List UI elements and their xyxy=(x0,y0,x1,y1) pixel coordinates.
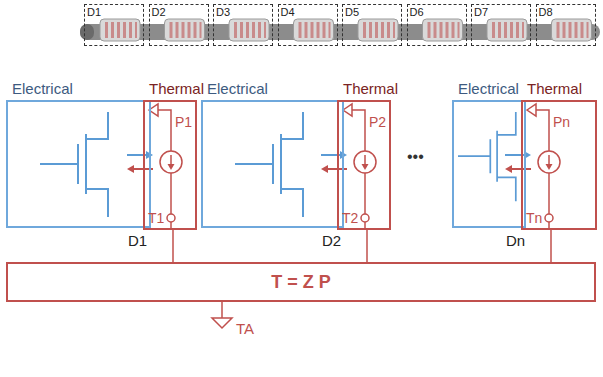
thermal-impedance-box: T = Z P xyxy=(6,262,596,302)
device-label: D3 xyxy=(216,6,230,19)
device-cell: D2 xyxy=(149,4,209,46)
thermal-wire xyxy=(366,230,368,262)
device-label: D7 xyxy=(474,6,488,19)
heat-source-symbol xyxy=(149,104,560,228)
device-cell: D7 xyxy=(471,4,531,46)
device-label: D5 xyxy=(345,6,359,19)
temperature-label: Tn xyxy=(526,210,542,226)
power-label: P2 xyxy=(369,114,386,130)
device-cell: D1 xyxy=(84,4,144,46)
thermal-box: ThermalP1T1 xyxy=(143,100,197,230)
power-label: Pn xyxy=(553,114,570,130)
temperature-label: T1 xyxy=(148,210,164,226)
electrical-box: Electrical xyxy=(201,100,344,228)
domain-heading: Electrical xyxy=(207,80,268,97)
ground-symbol xyxy=(212,302,232,328)
device-label: D4 xyxy=(281,6,295,19)
coupling-arrows xyxy=(127,151,531,173)
device-label: D1 xyxy=(128,232,147,249)
device-label: Dn xyxy=(506,232,525,249)
domain-heading: Thermal xyxy=(527,80,582,97)
electrical-box: Electrical xyxy=(452,100,526,228)
power-label: P1 xyxy=(175,114,192,130)
matrix-equation: T = Z P xyxy=(271,272,331,293)
device-label: D2 xyxy=(152,6,166,19)
ambient-label: TA xyxy=(236,320,254,337)
device-cell: D4 xyxy=(278,4,338,46)
thermal-wire xyxy=(172,230,174,262)
domain-heading: Thermal xyxy=(343,80,398,97)
electrical-box: Electrical xyxy=(6,100,151,228)
domain-heading: Electrical xyxy=(458,80,519,97)
device-cell: D3 xyxy=(213,4,273,46)
ellipsis: ••• xyxy=(407,148,424,166)
transistor-symbol xyxy=(40,112,516,217)
device-label: D1 xyxy=(87,6,101,19)
chip-strip xyxy=(80,19,600,41)
temperature-label: T2 xyxy=(342,210,358,226)
device-label: D2 xyxy=(322,232,341,249)
domain-heading: Electrical xyxy=(12,80,73,97)
thermal-wire xyxy=(550,230,552,262)
device-label: D6 xyxy=(410,6,424,19)
device-cell: D8 xyxy=(536,4,596,46)
domain-heading: Thermal xyxy=(149,80,204,97)
thermal-box: ThermalPnTn xyxy=(521,100,597,230)
device-cell: D5 xyxy=(342,4,402,46)
device-label: D8 xyxy=(539,6,553,19)
device-cell: D6 xyxy=(407,4,467,46)
thermal-box: ThermalP2T2 xyxy=(337,100,391,230)
